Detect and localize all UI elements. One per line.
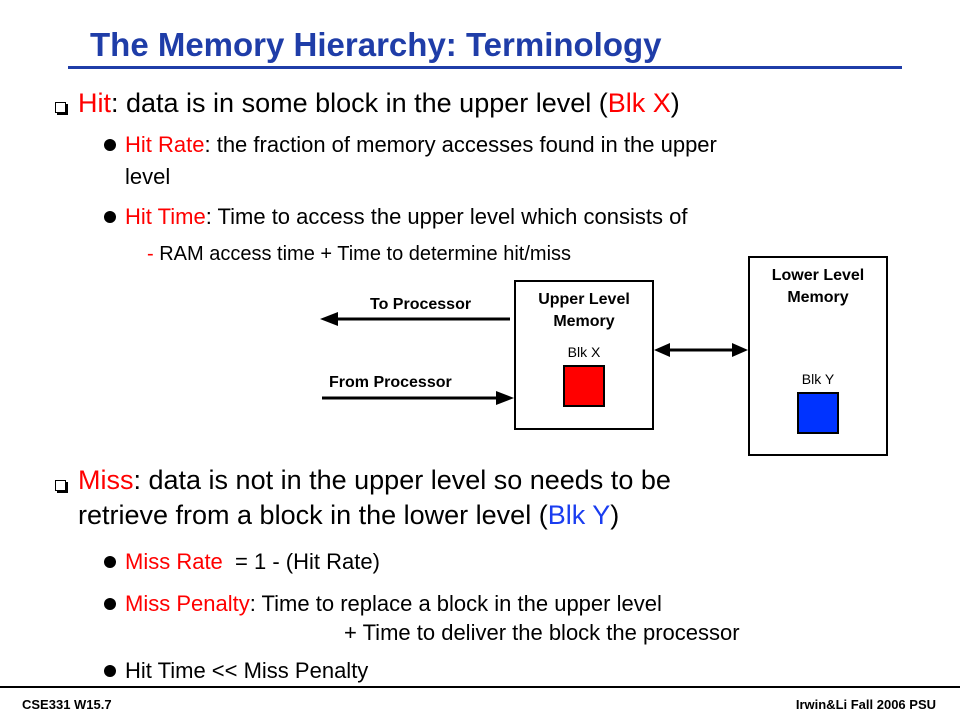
- lower-level-memory-box: Lower Level Memory Blk Y: [748, 256, 888, 456]
- ram-access-line: - RAM access time + Time to determine hi…: [147, 243, 571, 266]
- hit-time-text: : Time to access the upper level which c…: [205, 204, 688, 229]
- hit-rate-term: Hit Rate: [125, 132, 205, 157]
- miss-penalty-term: Miss Penalty: [125, 591, 250, 616]
- to-processor-arrowhead: [320, 312, 338, 326]
- miss-blk-y: Blk Y: [547, 500, 611, 530]
- miss-close: ): [610, 500, 620, 530]
- transfer-arrowhead-left: [654, 343, 670, 357]
- footer-authors: Irwin&Li Fall 2006 PSU: [795, 697, 936, 712]
- hit-time-definition: Hit Time: Time to access the upper level…: [125, 204, 687, 230]
- miss-text-cont: retrieve from a block in the lower level…: [78, 500, 548, 530]
- upper-level-label-2: Memory: [553, 313, 615, 330]
- hit-rate-text: : the fraction of memory accesses found …: [204, 132, 717, 157]
- hit-close: ): [670, 88, 680, 118]
- miss-penalty-text-cont: + Time to deliver the block the processo…: [344, 620, 740, 645]
- hit-rate-text-cont: level: [125, 164, 171, 189]
- round-bullet-icon: [104, 211, 116, 223]
- upper-blk-label: Blk X: [567, 344, 601, 360]
- miss-rate-term: Miss Rate: [125, 549, 223, 574]
- upper-level-memory-box: Upper Level Memory Blk X: [514, 280, 654, 430]
- transfer-arrowhead-right: [732, 343, 748, 357]
- blk-y-block: [797, 392, 839, 434]
- miss-definition-cont: retrieve from a block in the lower level…: [78, 500, 619, 531]
- lower-level-label-1: Lower Level: [771, 267, 865, 284]
- ram-access-text: RAM access time + Time to determine hit/…: [159, 243, 572, 265]
- from-processor-label: From Processor: [329, 374, 452, 391]
- square-bullet-icon: [55, 480, 66, 491]
- miss-penalty-text: : Time to replace a block in the upper l…: [249, 591, 662, 616]
- miss-rate-definition: Miss Rate = 1 - (Hit Rate): [125, 549, 380, 575]
- miss-definition: Miss: data is not in the upper level so …: [78, 465, 671, 496]
- title-underline: [68, 66, 902, 69]
- hit-blk-x: Blk X: [607, 88, 671, 118]
- upper-level-label-1: Upper Level: [538, 291, 630, 308]
- round-bullet-icon: [104, 139, 116, 151]
- miss-penalty-definition: Miss Penalty: Time to replace a block in…: [125, 591, 662, 617]
- hit-text: : data is in some block in the upper lev…: [111, 88, 608, 118]
- footer-course: CSE331 W15.7: [22, 697, 112, 712]
- hit-time-term: Hit Time: [125, 204, 206, 229]
- hit-definition: Hit: data is in some block in the upper …: [78, 88, 680, 119]
- from-processor-arrowhead: [496, 391, 514, 405]
- lower-blk-label: Blk Y: [801, 371, 835, 387]
- hit-term: Hit: [78, 88, 111, 118]
- round-bullet-icon: [104, 665, 116, 677]
- lower-level-label-2: Memory: [787, 289, 849, 306]
- miss-rate-text: = 1 - (Hit Rate): [235, 549, 380, 574]
- hit-rate-definition: Hit Rate: the fraction of memory accesse…: [125, 132, 717, 158]
- blk-x-block: [563, 365, 605, 407]
- round-bullet-icon: [104, 598, 116, 610]
- miss-term: Miss: [78, 465, 134, 495]
- square-bullet-icon: [55, 102, 66, 113]
- to-processor-label: To Processor: [370, 296, 472, 313]
- dash-marker: -: [147, 243, 154, 265]
- round-bullet-icon: [104, 556, 116, 568]
- footer-rule: [0, 686, 960, 688]
- slide-title: The Memory Hierarchy: Terminology: [90, 26, 662, 63]
- miss-text: : data is not in the upper level so need…: [133, 465, 671, 495]
- hit-vs-miss-text: Hit Time << Miss Penalty: [125, 658, 369, 683]
